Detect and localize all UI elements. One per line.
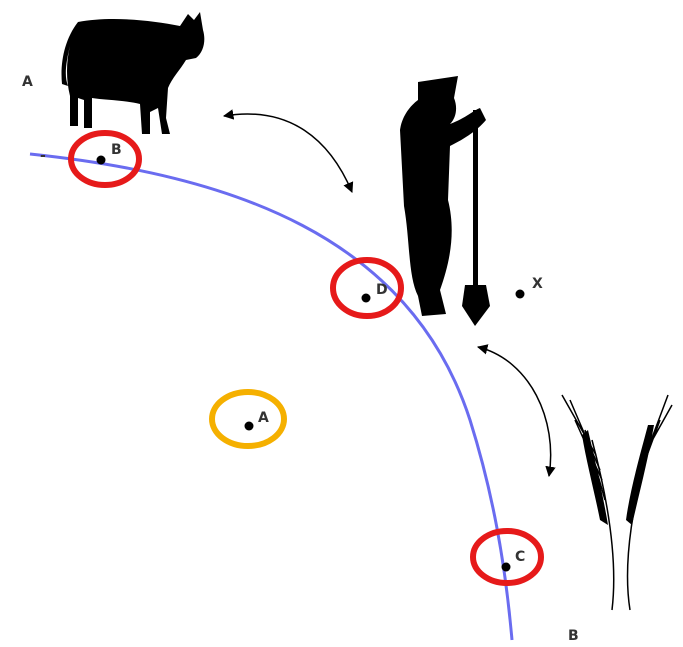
label-point-b: B <box>111 142 122 158</box>
double-arrow-cow-farmer <box>222 109 354 193</box>
point-x-dot <box>515 289 525 299</box>
wheat-ear-left <box>582 430 608 525</box>
label-top-left: A <box>22 74 33 90</box>
curve <box>29 152 514 641</box>
point-d-dot <box>361 293 371 303</box>
label-point-c: C <box>515 549 525 565</box>
red-circle-d <box>330 257 404 319</box>
cow-silhouette <box>61 12 205 134</box>
label-curve-start: - <box>40 148 46 164</box>
red-circle-c <box>470 528 544 586</box>
point-b-dot <box>96 155 106 165</box>
label-bottom-right: B <box>568 628 579 644</box>
wheat-ears-silhouette <box>561 394 673 611</box>
point-c-dot <box>501 562 511 572</box>
yellow-circle-a <box>209 389 287 449</box>
wheat-ear-right <box>626 425 654 525</box>
label-point-x: X <box>532 276 543 292</box>
point-a-dot <box>244 421 254 431</box>
label-point-a: A <box>258 410 269 426</box>
red-circle-b <box>68 130 142 188</box>
label-point-d: D <box>376 282 388 298</box>
farmer-with-spade-silhouette <box>400 76 490 326</box>
double-arrow-farmer-wheat <box>476 344 556 478</box>
